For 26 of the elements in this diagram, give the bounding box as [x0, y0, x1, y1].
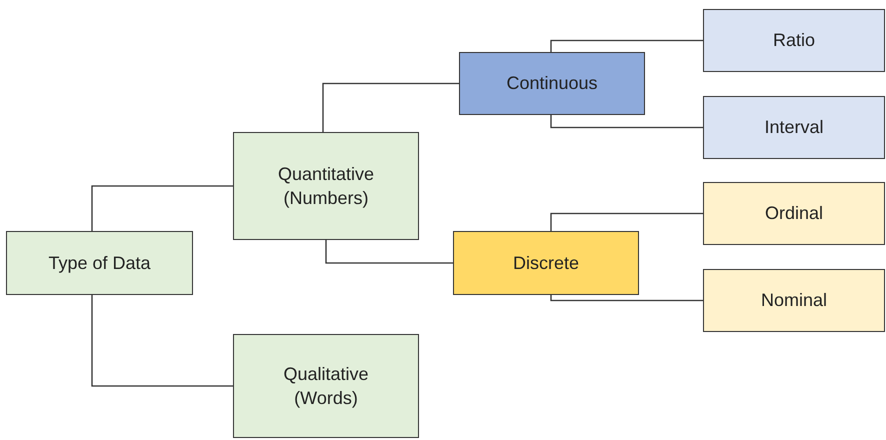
node-label: Nominal: [760, 289, 828, 312]
category-box: [703, 182, 885, 245]
category-box: [453, 231, 639, 295]
connector-line: [91, 295, 233, 387]
connector-line: [550, 295, 703, 302]
connector-line: [550, 115, 703, 128]
node-label: Ordinal: [764, 202, 824, 226]
node-label: Continuous: [506, 72, 598, 96]
connector-line: [325, 240, 453, 264]
category-box: [233, 132, 419, 240]
connector-line: [550, 40, 703, 52]
node-label: Qualitative (Words): [282, 362, 370, 410]
category-box: [703, 269, 885, 332]
node-label: Discrete: [512, 252, 579, 275]
connector-line: [322, 82, 459, 132]
category-box: [703, 96, 885, 159]
category-box: [459, 52, 645, 115]
category-box: [6, 231, 193, 295]
connector-line: [91, 185, 233, 231]
connector-line: [550, 212, 703, 231]
node-label: Type of Data: [48, 252, 151, 275]
category-box: [703, 9, 885, 72]
node-label: Ratio: [772, 29, 816, 52]
category-box: [233, 334, 419, 438]
node-label: Interval: [764, 116, 824, 140]
node-label: Quantitative (Numbers): [276, 162, 376, 210]
